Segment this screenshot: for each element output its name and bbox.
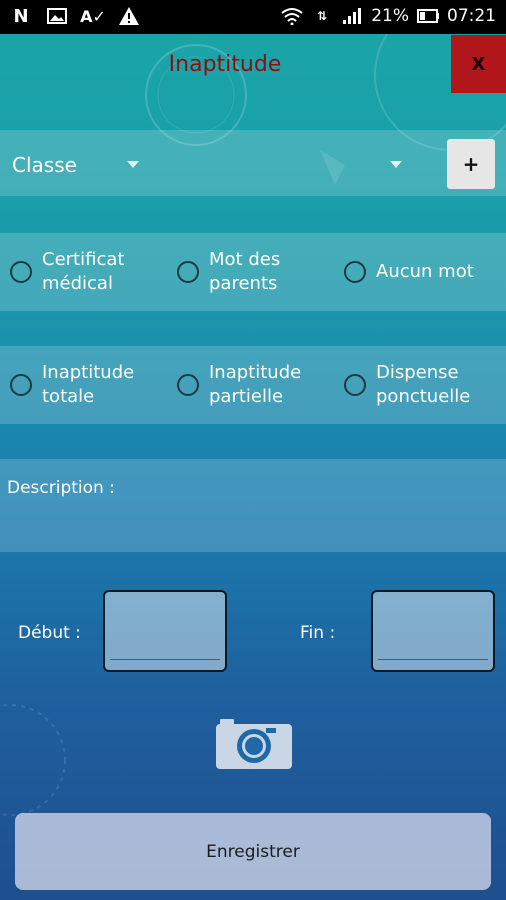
radio-inaptitude-partielle[interactable]: Inaptitude partielle — [177, 361, 301, 409]
radio-circle[interactable] — [10, 261, 32, 283]
radio-label: Aucun mot — [376, 261, 474, 282]
radio-circle[interactable] — [10, 374, 32, 396]
end-date-input[interactable] — [371, 590, 495, 672]
image-icon — [46, 5, 68, 27]
radio-circle[interactable] — [177, 261, 199, 283]
class-selector-row — [0, 130, 506, 196]
radio-circle[interactable] — [344, 374, 366, 396]
status-bar: N A✓ ⇅ 21% 07:21 — [0, 0, 506, 34]
add-class-button[interactable]: + — [447, 139, 495, 189]
radio-label: Dispense ponctuelle — [376, 362, 471, 407]
clock: 07:21 — [447, 6, 496, 26]
secondary-dropdown-icon[interactable] — [390, 161, 402, 168]
radio-label: Inaptitude totale — [42, 362, 135, 407]
radio-circle[interactable] — [344, 261, 366, 283]
camera-icon[interactable] — [216, 715, 292, 769]
radio-certificat-medical[interactable]: Certificat médical — [10, 248, 124, 296]
radio-inaptitude-totale[interactable]: Inaptitude totale — [10, 361, 134, 409]
notification-n-icon: N — [13, 5, 29, 27]
start-date-label: Début : — [18, 623, 81, 643]
battery-icon — [417, 5, 439, 27]
close-button[interactable]: X — [451, 35, 506, 93]
class-spinner[interactable]: Classe — [12, 153, 77, 177]
spellcheck-icon: A✓ — [80, 6, 106, 26]
description-field[interactable] — [0, 459, 506, 552]
battery-percent: 21% — [371, 6, 409, 26]
radio-circle[interactable] — [177, 374, 199, 396]
warning-icon — [118, 5, 140, 27]
data-transfer-icon: ⇅ — [317, 9, 328, 23]
end-date-label: Fin : — [300, 623, 336, 643]
radio-aucun-mot[interactable]: Aucun mot — [344, 260, 474, 284]
input-underline — [110, 659, 220, 660]
signal-icon — [341, 5, 363, 27]
inaptitude-type-row — [0, 346, 506, 424]
radio-label: Certificat médical — [42, 249, 125, 294]
page-title: Inaptitude — [168, 52, 282, 77]
radio-dispense-ponctuelle[interactable]: Dispense ponctuelle — [344, 361, 470, 409]
class-dropdown-icon[interactable] — [127, 161, 139, 168]
wifi-icon — [281, 5, 303, 27]
radio-mot-des-parents[interactable]: Mot des parents — [177, 248, 280, 296]
radio-label: Inaptitude partielle — [209, 362, 302, 407]
justification-row — [0, 233, 506, 311]
save-button[interactable]: Enregistrer — [15, 813, 491, 890]
input-underline — [378, 659, 488, 660]
radio-label: Mot des parents — [209, 249, 281, 294]
description-label: Description : — [7, 478, 115, 498]
start-date-input[interactable] — [103, 590, 227, 672]
